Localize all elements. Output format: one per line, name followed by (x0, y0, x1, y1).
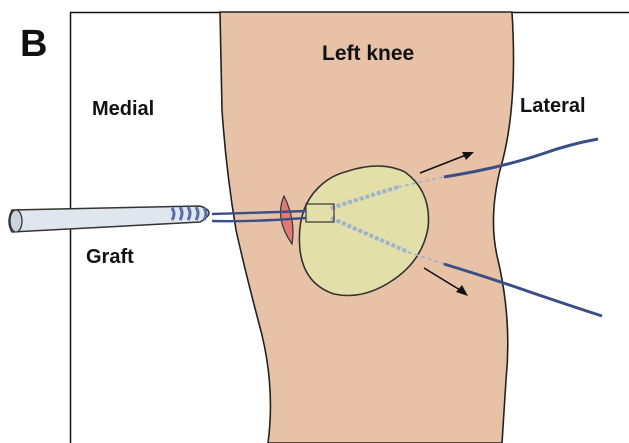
label-lateral: Lateral (520, 95, 586, 117)
label-medial: Medial (92, 98, 154, 120)
panel-letter: B (20, 23, 47, 65)
graft (9, 206, 209, 232)
figure-title: Left knee (322, 42, 414, 65)
label-graft: Graft (86, 246, 134, 268)
